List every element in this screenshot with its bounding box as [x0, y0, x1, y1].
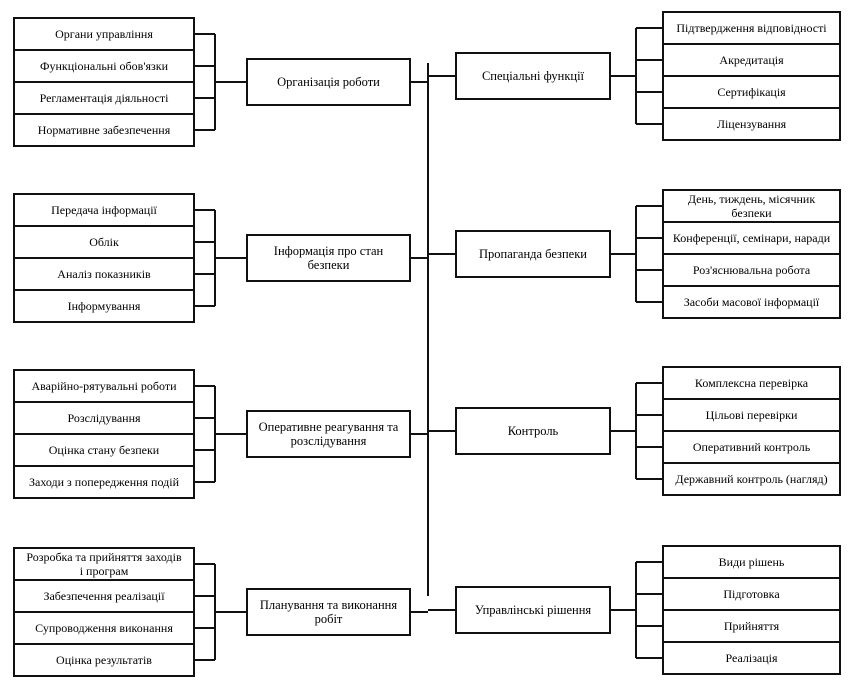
left-item-box [13, 433, 195, 467]
right-item-label: Оперативний контроль [693, 440, 811, 454]
right-item-box [662, 641, 841, 675]
left-item-box [13, 369, 195, 403]
right-item-box [662, 253, 841, 287]
right-item-label: Цільові перевірки [706, 408, 798, 422]
right-item-box [662, 107, 841, 141]
left-item-box [13, 579, 195, 613]
right-item-label: Засоби масової інформації [684, 295, 820, 309]
left-item-box [13, 225, 195, 259]
center-box-oper [246, 410, 411, 458]
right-item-box [662, 609, 841, 643]
right-item-box [662, 462, 841, 496]
left-item-label: Нормативне забезпечення [38, 123, 171, 137]
center-box-label: Пропаганда безпеки [479, 247, 587, 261]
center-box-info [246, 234, 411, 282]
left-item-label: Органи управління [55, 27, 153, 41]
left-item-label: Оцінка результатів [56, 653, 152, 667]
left-item-label: Супроводження виконання [35, 621, 173, 635]
left-item-label: Оцінка стану безпеки [49, 443, 160, 457]
center-box-spec [455, 52, 611, 100]
left-item-label: Забезпечення реалізації [43, 589, 165, 603]
right-item-box [662, 398, 841, 432]
right-item-label: Комплексна перевірка [695, 376, 809, 390]
right-item-label: Конференції, семінари, наради [673, 231, 831, 245]
right-item-box [662, 577, 841, 611]
center-box-label: Організація роботи [277, 75, 380, 89]
left-item-box [13, 193, 195, 227]
left-item-box [13, 113, 195, 147]
left-item-label: Регламентація діяльності [40, 91, 170, 105]
right-item-box [662, 75, 841, 109]
left-item-label: Інформування [68, 299, 141, 313]
left-item-label: Передача інформації [51, 203, 157, 217]
left-item-label: Аварійно-рятувальні роботи [31, 379, 177, 393]
right-item-label: Підтвердження відповідності [676, 21, 827, 35]
left-item-box [13, 643, 195, 677]
right-item-label: Сертифікація [717, 85, 786, 99]
left-item-label: Функціональні обов'язки [40, 59, 169, 73]
center-box-ctrl [455, 407, 611, 455]
left-item-box [13, 289, 195, 323]
left-item-box [13, 81, 195, 115]
center-box-org [246, 58, 411, 106]
left-item-label: Заходи з попередження подій [29, 475, 180, 489]
right-item-label: Роз'яснювальна робота [693, 263, 811, 277]
right-item-label: Акредитація [719, 53, 784, 67]
center-box-label: Контроль [508, 424, 559, 438]
left-item-label: Аналіз показників [57, 267, 151, 281]
right-item-label: Державний контроль (нагляд) [675, 472, 827, 486]
left-item-label: Облік [89, 235, 119, 249]
right-item-label: Реалізація [725, 651, 778, 665]
right-item-label: Прийняття [724, 619, 780, 633]
right-item-box [662, 221, 841, 255]
center-box-plan [246, 588, 411, 636]
left-item-box [13, 465, 195, 499]
right-item-label: Види рішень [719, 555, 785, 569]
right-item-label: Підготовка [723, 587, 780, 601]
center-box-label: Управлінські рішення [475, 603, 592, 617]
right-item-label: Ліцензування [717, 117, 787, 131]
center-box-label: Спеціальні функції [482, 69, 585, 83]
center-box-mgmt [455, 586, 611, 634]
right-item-box [662, 545, 841, 579]
right-item-box [662, 11, 841, 45]
right-item-box [662, 366, 841, 400]
left-item-label: Розслідування [67, 411, 141, 425]
